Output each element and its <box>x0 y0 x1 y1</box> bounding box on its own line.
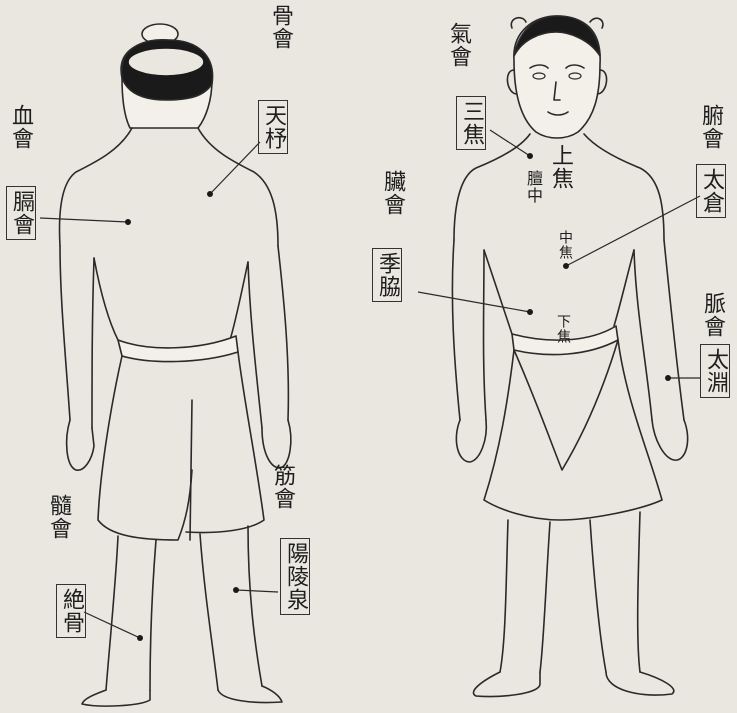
point-tianshu: 天杼 <box>258 100 288 154</box>
point-taiyuan: 太淵 <box>700 344 730 398</box>
point-geshu: 膈會 <box>6 186 36 240</box>
label-vessel-meeting: 脈會 <box>700 292 724 338</box>
label-sinew-meeting: 筋會 <box>270 464 294 510</box>
point-taicang: 太倉 <box>696 164 726 218</box>
mark-upper-jiao: 上焦 <box>548 144 572 190</box>
point-jueshu: 絶骨 <box>56 584 86 638</box>
back-figure <box>60 24 291 706</box>
label-marrow-meeting: 髓會 <box>46 494 70 540</box>
mark-danzhong: 膻中 <box>524 170 542 204</box>
point-yanglingquan: 陽陵泉 <box>280 538 310 615</box>
mark-lower-jiao: 下焦 <box>554 314 570 344</box>
mark-middle-jiao: 中焦 <box>556 230 572 260</box>
label-qi-meeting: 氣會 <box>446 22 470 68</box>
label-bone-meeting: 骨會 <box>268 4 292 50</box>
front-figure <box>452 16 687 697</box>
point-sanjiao: 三焦 <box>456 96 486 150</box>
point-zhangmen: 季脇 <box>372 248 402 302</box>
label-blood-meeting: 血會 <box>8 104 32 150</box>
label-bowel-meeting: 腑會 <box>698 104 722 150</box>
label-viscera-meeting: 臟會 <box>380 170 404 216</box>
